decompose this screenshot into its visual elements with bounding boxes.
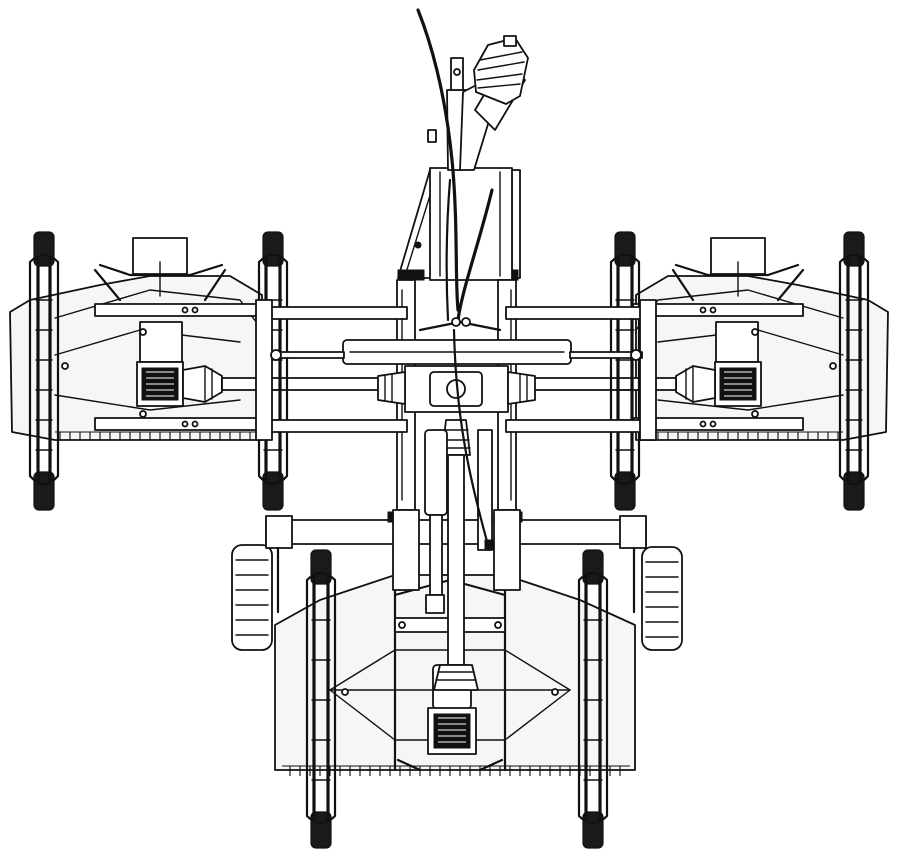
left-wing-gearbox	[136, 321, 223, 407]
left-wing-outer-wheel	[28, 231, 60, 511]
hydraulic-hoses	[416, 8, 502, 551]
right-wing-deck	[505, 231, 889, 511]
left-wing-deck	[9, 237, 393, 441]
center-left-wheel	[305, 549, 337, 849]
left-transport-wheel	[231, 544, 273, 651]
left-wing-skid-hatch	[59, 432, 251, 440]
center-right-wheel	[577, 549, 609, 849]
pto-driveline	[473, 35, 529, 131]
hydraulic-cylinder	[270, 339, 643, 365]
right-transport-wheel	[641, 546, 683, 651]
